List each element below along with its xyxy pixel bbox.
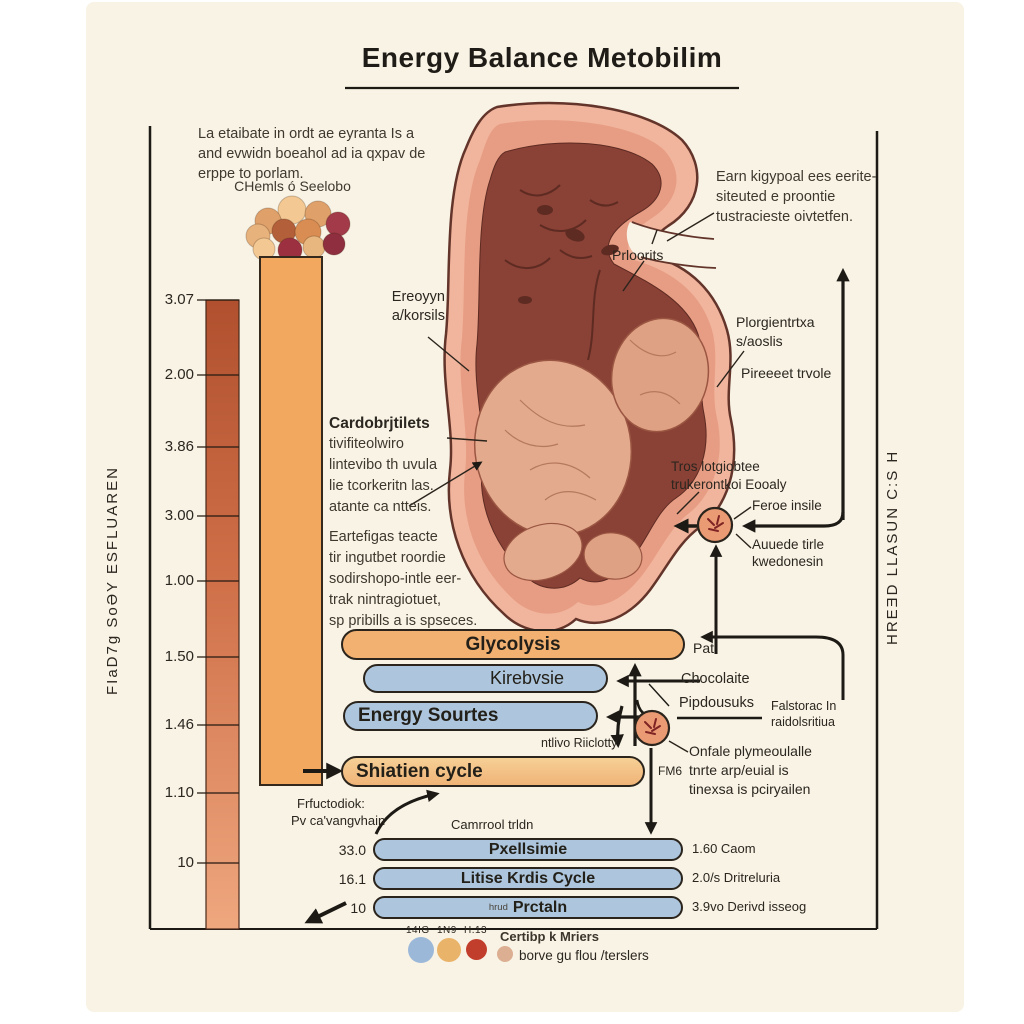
- tall-orange-bar: [259, 256, 323, 786]
- eartefigas-line: trak nintragiotuet,: [329, 592, 442, 608]
- organ-notch: [626, 222, 752, 268]
- organ-note-right: siteuted e proontie: [716, 189, 836, 205]
- scale-bar: [197, 299, 240, 930]
- axis-tick-label: 1.50: [164, 648, 194, 665]
- label-chocolaite: Chocolaite: [681, 671, 750, 687]
- label-ntlivo: ntlivo Riiclotty: [541, 736, 618, 750]
- molecule-cluster-icon: [245, 195, 351, 263]
- organ-label-piorg: s/aoslis: [736, 333, 783, 349]
- legend-swatch-tan: [497, 946, 513, 962]
- legend-swatch-red: [466, 939, 487, 960]
- frame-lines: [148, 86, 879, 930]
- mitochondrion-icon: [633, 709, 671, 747]
- organ-illustration: [443, 101, 752, 633]
- pill-shatien-cycle: Shiatien cycle: [341, 756, 645, 787]
- label-camrrool: Camrrool trldn: [451, 817, 534, 832]
- legend-swatch-blue: [408, 937, 434, 963]
- legend-item-label: 1N9: [437, 925, 457, 936]
- pill-pxellsimie-label: Pxellsimie: [488, 840, 568, 858]
- row-right-value: 2.0/s Dritreluria: [692, 870, 781, 885]
- label-pat: Pat: [693, 640, 715, 656]
- eartefigas-line: sodirshopo-intle eer-: [329, 571, 462, 587]
- legend-item-label: 14IG: [406, 925, 430, 936]
- pill-prctaln-label: Prctaln: [512, 898, 568, 916]
- organ-label-pireeet: Pireeeet trvole: [741, 365, 832, 381]
- axis-tick-label: 1.46: [164, 716, 194, 733]
- label-onfale: tinexsa is pciryailen: [689, 781, 811, 797]
- pill-kirebvsie-label: Kirebvsie: [489, 668, 564, 688]
- pill-pxellsimie: Pxellsimie: [373, 838, 683, 861]
- cardob-line: lintevibo th uvula: [329, 457, 438, 473]
- organ-label-proots: Prloorits: [612, 247, 664, 263]
- axis-tick-label: 2.00: [164, 366, 194, 383]
- cardob-title: Cardobrjtilets: [329, 415, 430, 432]
- label-frfuctodiok: Frfuctodiok:: [297, 796, 365, 811]
- axis-tick-label: 1.10: [164, 784, 194, 801]
- legend-item-label: H.13: [464, 925, 488, 936]
- eartefigas-line: sp pribills a is spseces.: [329, 613, 478, 629]
- pill-kirebvsie: Kirebvsie: [363, 664, 608, 693]
- intro-line: and evwidn boeahol ad ia qxpav de: [198, 146, 426, 162]
- label-onfale: Onfale plymeoulalle: [689, 743, 812, 759]
- cardob-line: lie tcorkeritn las.: [329, 478, 434, 494]
- row-left-value: 33.0: [338, 842, 366, 858]
- eartefigas-line: tir ingutbet roordie: [329, 550, 446, 566]
- pill-prctaln-prefix: hrud: [488, 902, 508, 913]
- row-left-value: 16.1: [338, 871, 366, 887]
- organ-label-energy: a/korsils: [391, 308, 445, 324]
- pill-glycolysis: Glycolysis: [341, 629, 685, 660]
- intro-line: erppe to porlam.: [198, 166, 304, 182]
- row-right-value: 1.60 Caom: [692, 841, 756, 856]
- label-onfale: tnrte arp/euial is: [689, 762, 789, 778]
- row-left-value: 10: [350, 900, 366, 916]
- organ-label-tros: trukerontkoi Eooaly: [671, 477, 787, 492]
- pill-litise-krdis-cycle-label: Litise Krdis Cycle: [460, 869, 596, 887]
- organ-label-feroe: Feroe insile: [752, 498, 822, 513]
- axis-tick-label: 3.00: [164, 507, 194, 524]
- arrows-layer: [303, 212, 850, 924]
- pill-shatien-cycle-label: Shiatien cycle: [356, 760, 483, 782]
- label-falstorac: Falstorac In: [771, 699, 837, 713]
- organ-note-right: tustracieste oivtetfen.: [716, 209, 854, 225]
- pill-glycolysis-label: Glycolysis: [465, 633, 561, 655]
- label-falstorac: raidolsritiua: [771, 715, 835, 729]
- pill-energy-sources-label: Energy Sourtes: [358, 705, 499, 726]
- label-frfuctodiok: Pv ca'vangvhain: [291, 813, 386, 828]
- label-fm6: FM6: [658, 764, 682, 778]
- legend-title: Certibp k Mriers: [500, 929, 599, 944]
- chem-label: CHemls ó Seelobo: [234, 178, 351, 194]
- organ-label-auuede: kwedonesin: [752, 554, 824, 569]
- organ-label-tros: Tros lotgiobtee: [671, 459, 760, 474]
- organ-label-auuede: Auuede tirle: [752, 537, 825, 552]
- eartefigas-line: Eartefigas teacte: [329, 529, 438, 545]
- label-pipdousuks: Pipdousuks: [679, 695, 754, 711]
- left-axis-title: FIaD7g SoƏY ESFLUAREN: [104, 466, 121, 695]
- axis-tick-label: 3.07: [164, 291, 194, 308]
- axis-tick-label: 3.86: [164, 438, 194, 455]
- legend-swatch-orange: [437, 938, 461, 962]
- cardob-line: atante ca ntteis.: [329, 499, 432, 515]
- pill-energy-sources: Energy Sourtes: [343, 701, 598, 731]
- legend-note: borve gu flou /terslers: [519, 948, 649, 963]
- mitochondrion-icon: [696, 506, 734, 544]
- axis-tick-label: 1.00: [164, 572, 194, 589]
- pill-litise-krdis-cycle: Litise Krdis Cycle: [373, 867, 683, 890]
- axis-tick-label: 10: [177, 854, 194, 871]
- organ-note-right: Earn kigypoal ees eerite-: [716, 169, 877, 185]
- row-right-value: 3.9vo Derivd isseog: [692, 899, 807, 914]
- right-axis-title: HREƎD LLASUN C:S H: [884, 449, 901, 645]
- organ-label-piorg: Plorgientrtxa: [736, 314, 815, 330]
- cardob-line: tivifiteolwiro: [329, 436, 404, 452]
- intro-line: La etaibate in ordt ae eyranta Is a: [198, 126, 415, 142]
- organ-label-energy: Ereoyyn: [391, 289, 445, 305]
- page-title: Energy Balance Metobilim: [361, 42, 723, 73]
- pill-prctaln: hrud Prctaln: [373, 896, 683, 919]
